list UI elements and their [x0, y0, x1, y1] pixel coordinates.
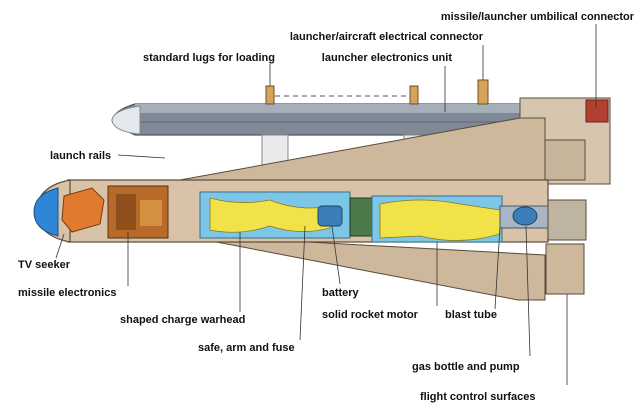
seeker-dome: [33, 187, 59, 237]
rocket-propellant: [379, 199, 501, 241]
leader-battery: [331, 225, 341, 285]
launcher-nose-cap: [111, 105, 141, 135]
launcher-rail-top-band: [135, 104, 520, 113]
leader-blast-tube: [494, 226, 501, 310]
label-blast-tube: blast tube: [445, 309, 497, 321]
leader-gas-bottle: [525, 225, 531, 357]
label-shaped-charge-warhead: shaped charge warhead: [120, 314, 245, 326]
callout-labels: missile/launcher umbilical connector lau…: [18, 11, 635, 403]
leader-rails: [117, 154, 166, 159]
battery-cell: [317, 205, 343, 227]
safe-arm-fuse-unit: [349, 197, 373, 237]
label-missile-electronics: missile electronics: [18, 287, 116, 299]
label-launch-rails: launch rails: [50, 150, 111, 162]
electronics-detail: [140, 200, 162, 226]
leader-safe-arm: [299, 225, 306, 341]
launcher-rear-lower-box: [544, 139, 586, 181]
label-flight-control-surfaces: flight control surfaces: [420, 391, 536, 403]
rear-actuator: [547, 199, 587, 241]
control-surface: [545, 243, 585, 295]
lower-fin: [179, 234, 546, 301]
label-battery: battery: [322, 287, 360, 299]
missile-body: [33, 117, 587, 301]
leader-seeker: [55, 233, 65, 259]
electronics-detail: [116, 194, 136, 230]
label-umbilical-connector: missile/launcher umbilical connector: [441, 11, 635, 23]
gas-bottle: [512, 206, 538, 226]
electrical-connector: [477, 79, 489, 105]
loading-lug: [409, 85, 419, 105]
label-launcher-electronics-unit: launcher electronics unit: [322, 52, 453, 64]
loading-lug: [265, 85, 275, 105]
label-safe-arm-fuse: safe, arm and fuse: [198, 342, 295, 354]
label-gas-bottle-pump: gas bottle and pump: [412, 361, 520, 373]
tv-seeker-unit: [61, 187, 105, 233]
label-electrical-connector: launcher/aircraft electrical connector: [290, 31, 484, 43]
label-tv-seeker: TV seeker: [18, 259, 71, 271]
label-standard-lugs: standard lugs for loading: [143, 52, 275, 64]
umbilical-connector-housing: [585, 99, 609, 123]
label-solid-rocket-motor: solid rocket motor: [322, 309, 419, 321]
warhead-charge: [209, 197, 331, 233]
leader-lines: [55, 24, 597, 385]
